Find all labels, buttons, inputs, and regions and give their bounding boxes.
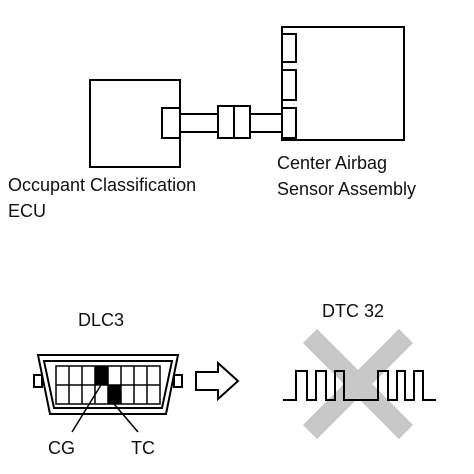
x-mark-icon bbox=[302, 328, 414, 440]
airbag-label-line1: Center Airbag bbox=[277, 153, 388, 173]
ecu-label-line2: ECU bbox=[8, 201, 47, 221]
tc-leader-line bbox=[113, 403, 139, 433]
hollow-right-arrow-icon bbox=[195, 360, 240, 402]
airbag-connectors bbox=[281, 33, 297, 139]
tc-terminal bbox=[107, 384, 122, 405]
ecu-connector bbox=[161, 107, 181, 139]
airbag-sensor-box bbox=[281, 26, 405, 141]
cg-leader-line bbox=[71, 384, 102, 433]
pulse-waveform-icon bbox=[283, 370, 436, 401]
dlc3-label: DLC3 bbox=[78, 310, 125, 330]
harness-connector bbox=[217, 105, 251, 139]
airbag-label-line2: Sensor Assembly bbox=[277, 179, 417, 199]
dtc-label: DTC 32 bbox=[322, 301, 385, 321]
tc-label: TC bbox=[131, 438, 155, 458]
cg-terminal bbox=[94, 365, 109, 386]
cg-label: CG bbox=[48, 438, 75, 458]
ecu-label-line1: Occupant Classification bbox=[8, 175, 197, 195]
